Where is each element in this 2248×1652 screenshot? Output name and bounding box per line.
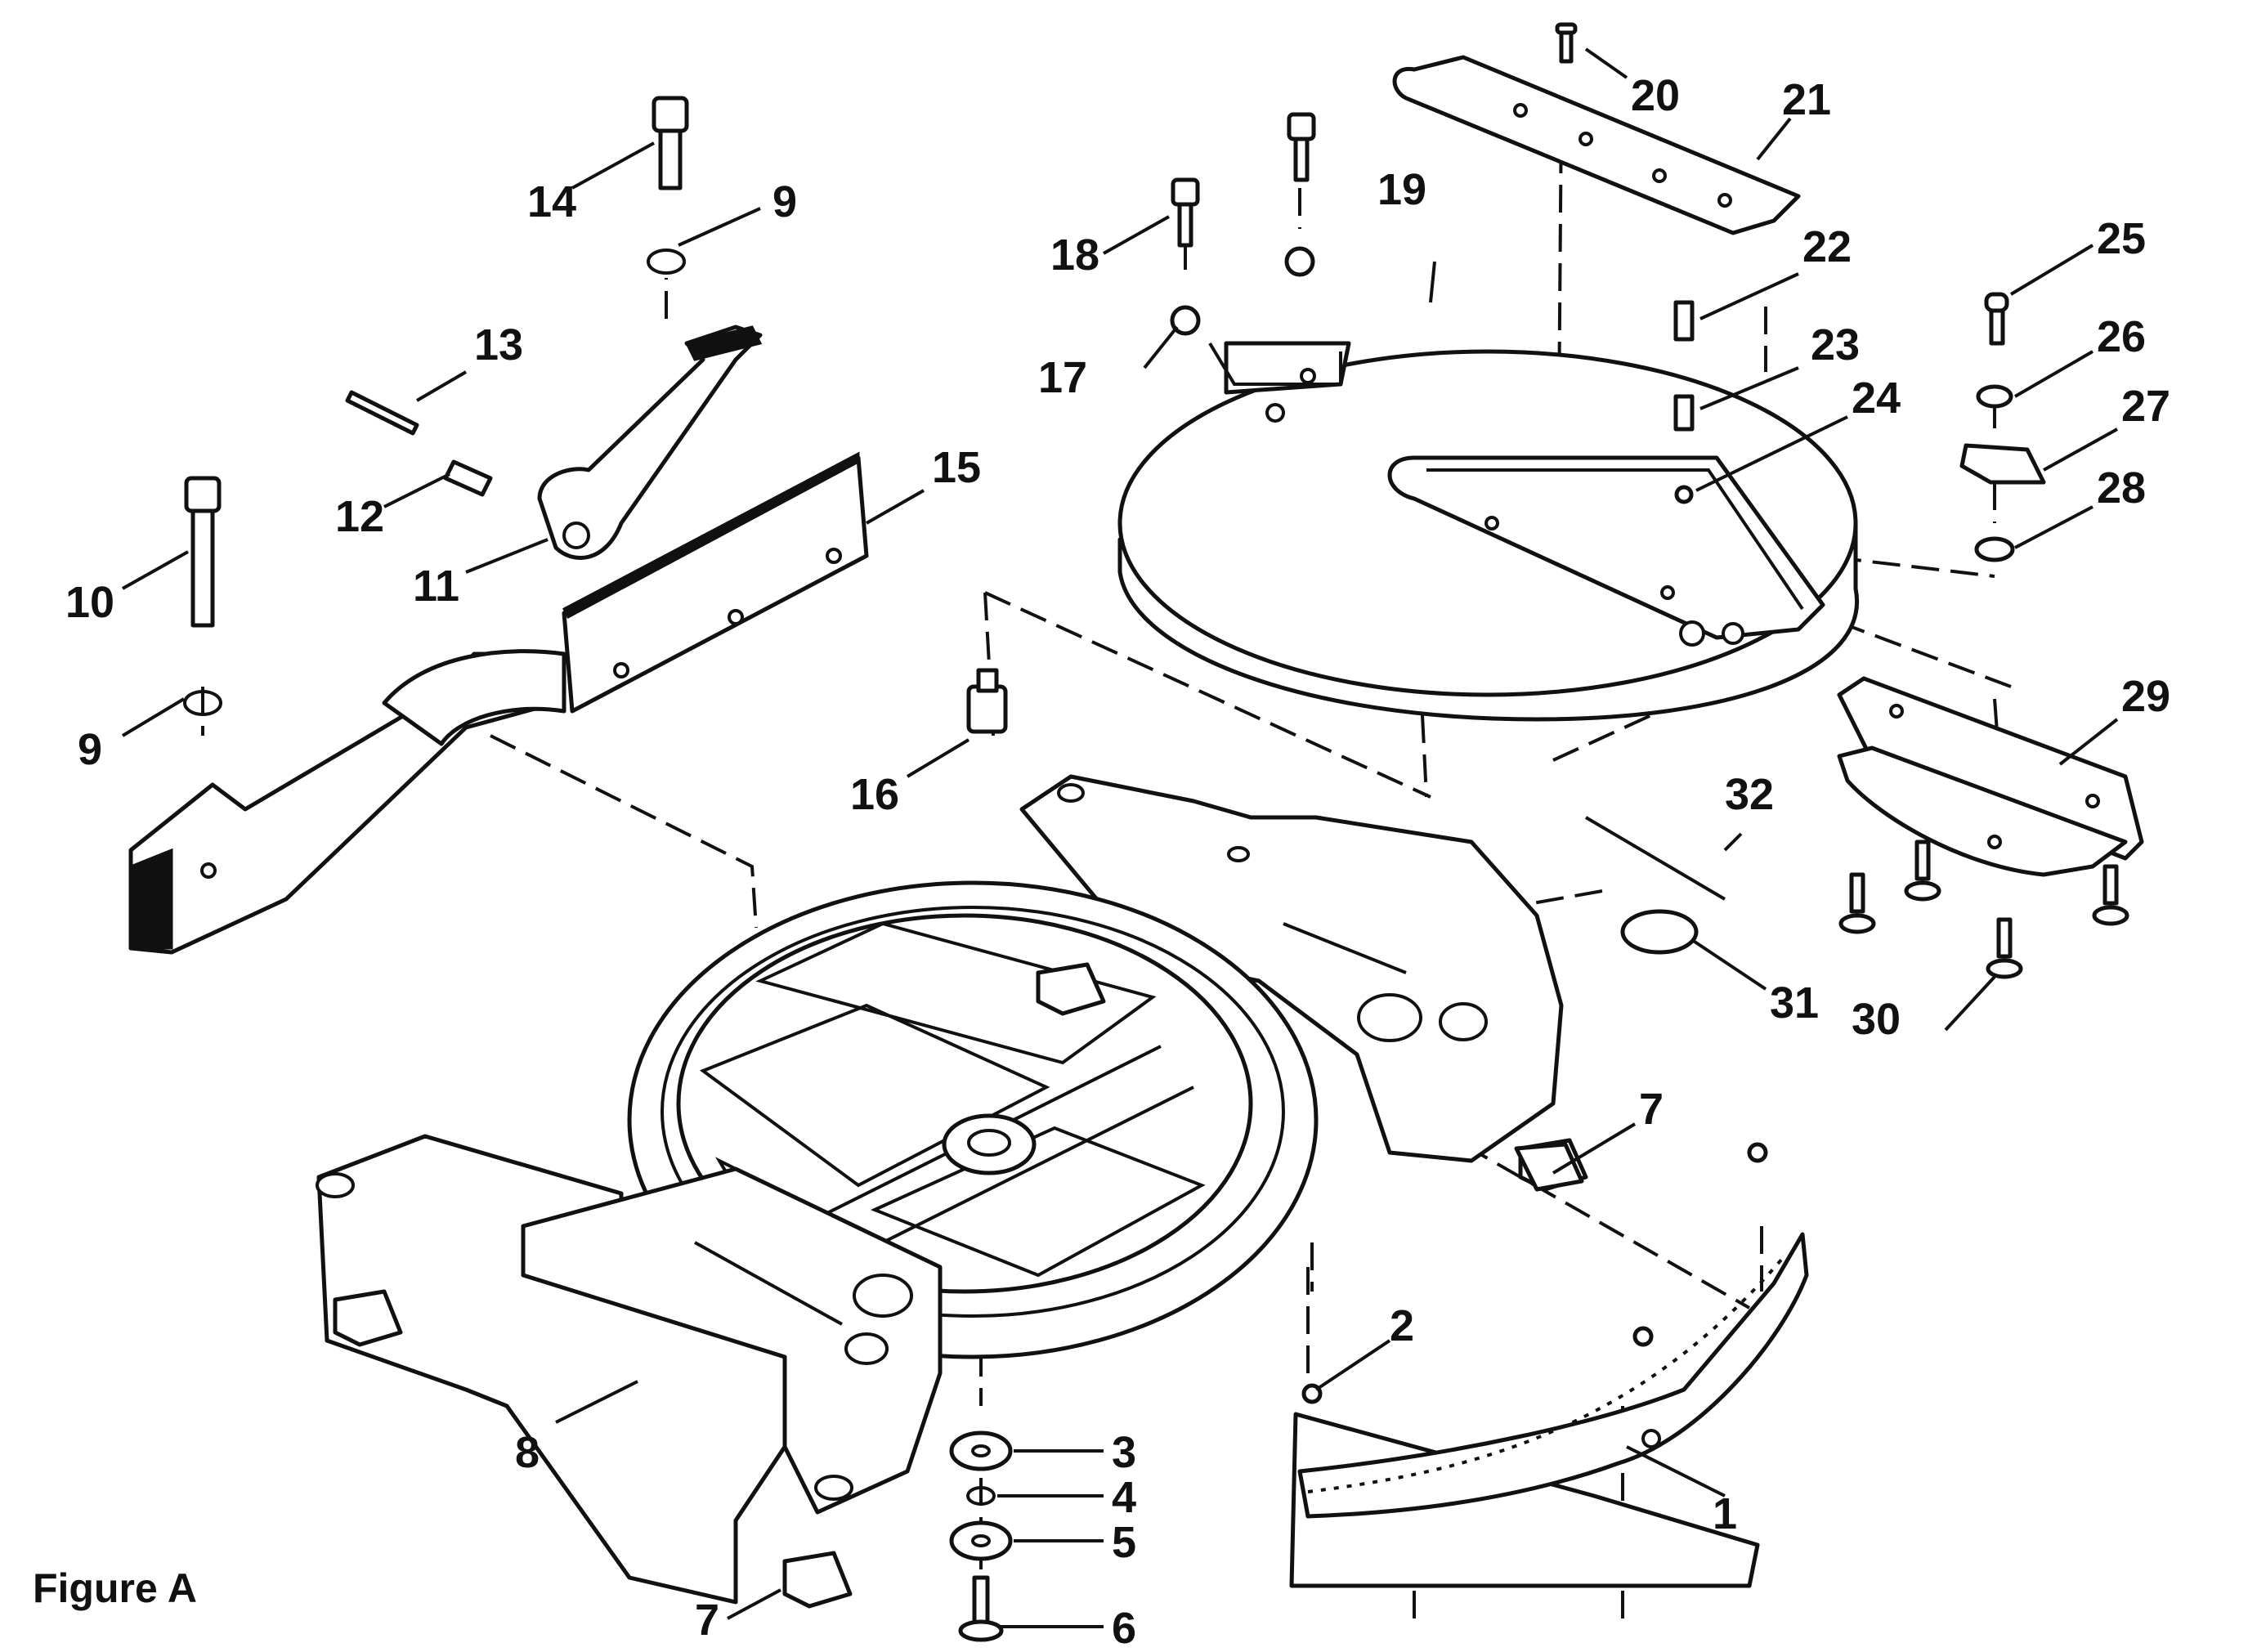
callout-1: 1 — [1713, 1489, 1737, 1538]
callout-26: 26 — [2097, 312, 2146, 361]
callout-labels: 1 2 3 4 5 6 7 7 8 9 9 10 11 12 13 14 15 … — [65, 71, 2170, 1652]
callout-10: 10 — [65, 578, 114, 627]
callout-6: 6 — [1112, 1604, 1136, 1652]
fence — [128, 451, 869, 955]
lock-lever — [537, 325, 763, 560]
callout-22: 22 — [1802, 222, 1852, 271]
callout-24: 24 — [1852, 374, 1901, 423]
callout-13: 13 — [474, 320, 523, 369]
callout-11: 11 — [413, 562, 459, 611]
turntable — [1117, 341, 1860, 722]
callout-30: 30 — [1852, 995, 1901, 1044]
callout-2: 2 — [1390, 1301, 1414, 1350]
callout-18: 18 — [1050, 231, 1099, 280]
callout-29: 29 — [2121, 672, 2170, 721]
callout-23: 23 — [1811, 320, 1860, 369]
callout-9-upper: 9 — [772, 177, 797, 226]
callout-16: 16 — [850, 770, 899, 819]
leader-lines — [121, 47, 2119, 1628]
callout-14: 14 — [527, 177, 576, 226]
kerf-plate — [1837, 676, 2144, 877]
callout-28: 28 — [2097, 463, 2146, 513]
callout-19: 19 — [1377, 165, 1426, 214]
callout-12: 12 — [335, 492, 384, 541]
callout-31: 31 — [1770, 978, 1819, 1027]
insert-plate — [1392, 55, 1801, 235]
callout-8: 8 — [515, 1428, 540, 1477]
callout-7-right: 7 — [1639, 1085, 1664, 1134]
callout-27: 27 — [2121, 382, 2170, 431]
fasteners — [183, 22, 2129, 1642]
callout-17: 17 — [1038, 353, 1087, 402]
figure-caption: Figure A — [33, 1565, 197, 1611]
callout-4: 4 — [1112, 1473, 1136, 1522]
callout-3: 3 — [1112, 1428, 1136, 1477]
callout-7-bottom: 7 — [695, 1596, 719, 1645]
callout-20: 20 — [1631, 71, 1680, 120]
saw-base — [316, 774, 1588, 1609]
callout-15: 15 — [932, 443, 981, 492]
callout-9-lower: 9 — [78, 725, 102, 774]
callout-21: 21 — [1782, 75, 1831, 124]
callout-32: 32 — [1725, 770, 1774, 819]
callout-25: 25 — [2097, 214, 2146, 263]
callout-5: 5 — [1112, 1518, 1136, 1567]
miter-scale — [1289, 1232, 1809, 1588]
